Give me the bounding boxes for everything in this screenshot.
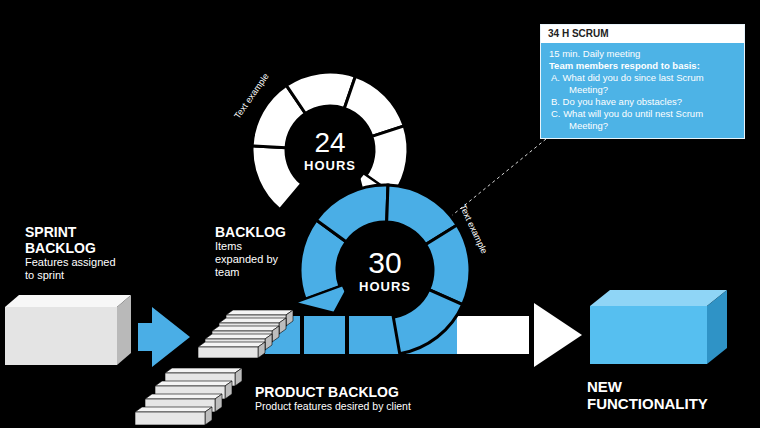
box-side — [117, 295, 131, 365]
sprint-backlog-box: SPRINT BACKLOGFeatures assigned to sprin… — [5, 220, 135, 370]
node-text: HOURS — [304, 158, 356, 173]
product-backlog-stack: PRODUCT BACKLOGProduct features desired … — [135, 360, 435, 428]
node-text: B. Do you have any obstacles? — [541, 96, 744, 108]
node-text: Team members respond to basis: — [541, 60, 744, 72]
cycle-arrowhead — [295, 283, 350, 313]
flow-arrow — [475, 303, 582, 367]
node-heading: 30 — [368, 247, 401, 279]
backlog-item — [198, 342, 265, 358]
cycle-center — [339, 224, 431, 316]
box-front — [5, 307, 117, 365]
flow-arrow — [138, 307, 190, 367]
box-top — [590, 290, 727, 306]
node-illustration — [198, 302, 298, 360]
node-illustration — [585, 288, 735, 368]
node-text: A. What did you do since last Scrum Meet… — [541, 72, 744, 96]
box-top — [5, 295, 131, 307]
cycle-ring: 30HOURS — [295, 180, 475, 360]
new-functionality-box: NEW FUNCTIONALITY — [585, 288, 735, 414]
node-text: HOURS — [359, 279, 411, 294]
node-illustration — [5, 295, 135, 370]
node-text: 15 min. Daily meeting — [541, 43, 744, 60]
node-text: C. What will you do until nest Scrum Mee… — [541, 108, 744, 138]
band-segment — [304, 316, 345, 354]
node-text: Features assigned to sprint — [25, 256, 125, 282]
node-heading: PRODUCT BACKLOG — [255, 384, 435, 400]
box-side — [707, 290, 727, 364]
scrum-callout: 34 H SCRUM15 min. Daily meetingTeam memb… — [540, 24, 745, 139]
box-front — [590, 306, 707, 364]
node-illustration — [135, 360, 245, 428]
node-heading: SPRINT BACKLOG — [25, 224, 105, 256]
node-heading: NEW FUNCTIONALITY — [587, 378, 727, 412]
backlog-stack: BACKLOGItems expanded by team — [198, 222, 300, 360]
node-heading: 34 H SCRUM — [541, 25, 744, 43]
cycle-center — [288, 108, 372, 192]
band-segment — [457, 316, 477, 354]
node-text: Product features desired by client — [255, 400, 435, 413]
node-text: Items expanded by team — [215, 240, 287, 279]
node-heading: 24 — [314, 128, 345, 158]
node-heading: BACKLOG — [215, 224, 300, 240]
backlog-item — [135, 407, 212, 425]
